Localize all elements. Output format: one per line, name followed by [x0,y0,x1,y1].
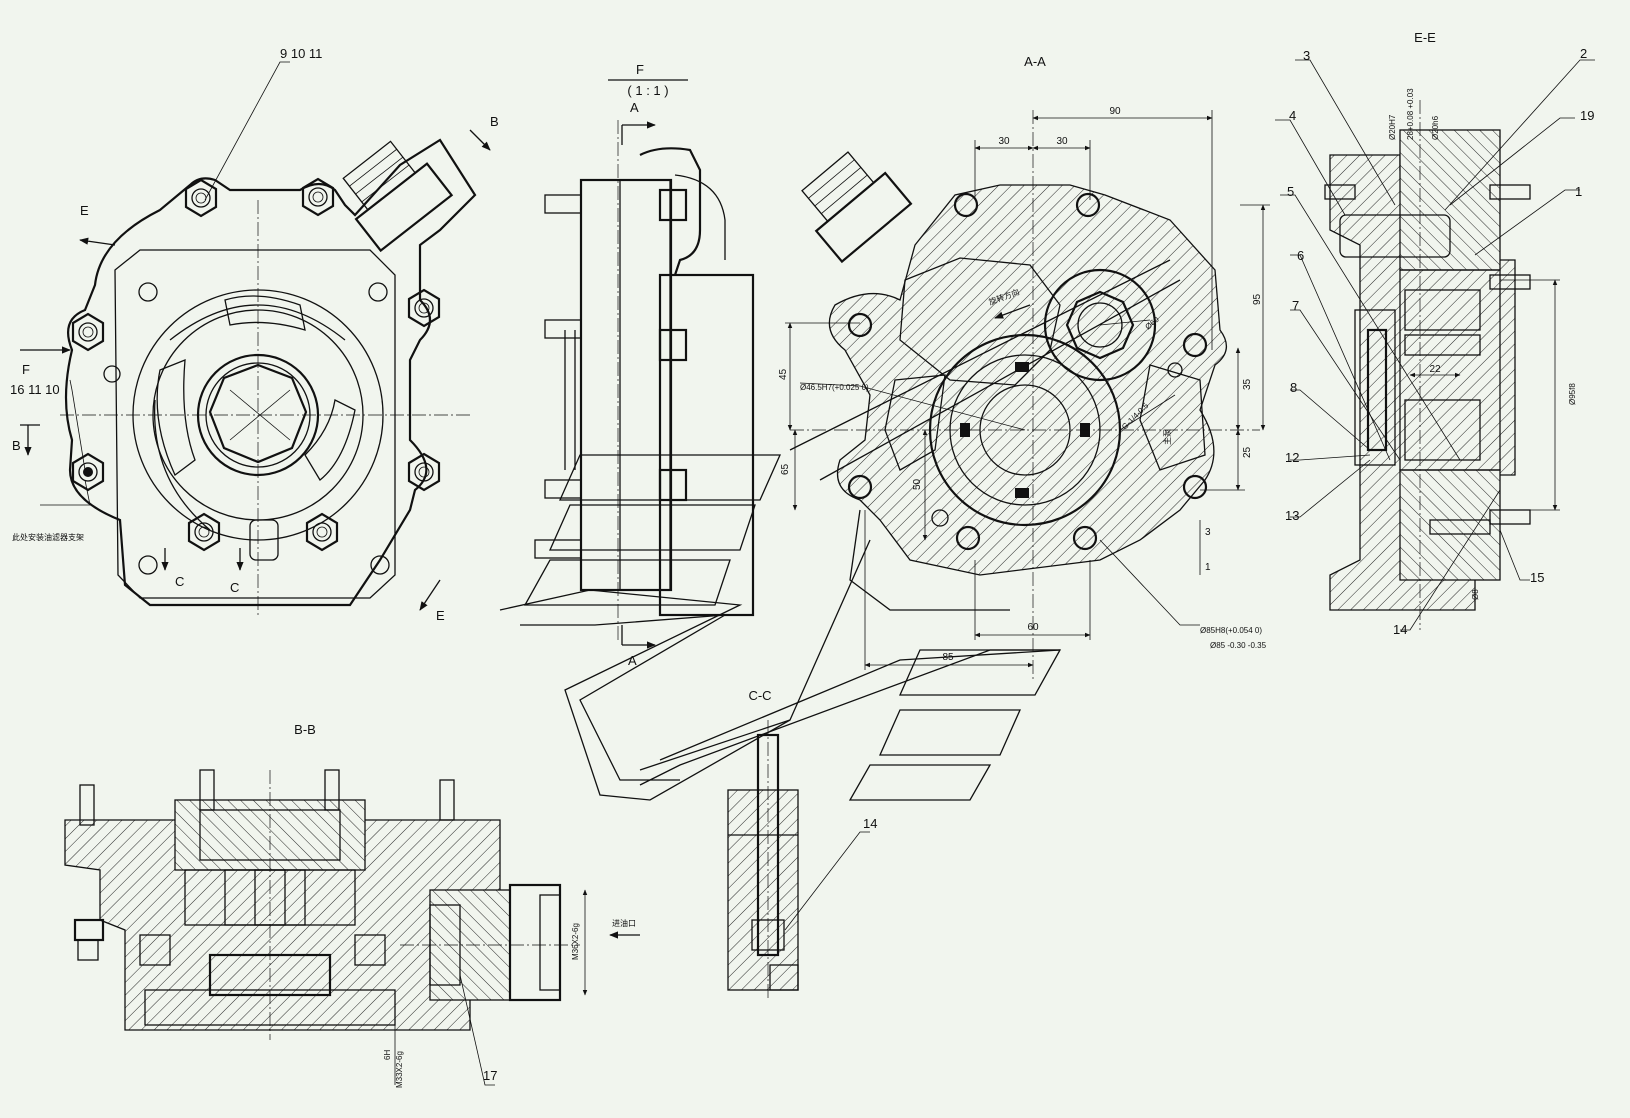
bore-85h8: Ø85H8(+0.054 0) [1200,626,1262,635]
mark-b-right: B [490,114,499,129]
aa-bolt-holes [847,192,1208,551]
dim-60: 60 [1027,622,1039,633]
part-13: 13 [1285,508,1299,523]
mark-a-bottom: A [628,653,637,668]
mark-f: F [22,362,30,377]
part-14: 14 [1393,622,1407,637]
note-filter: 此处安装油滤器支架 [12,532,84,542]
thread-6h: 6H [383,1050,392,1060]
mark-c-right: C [230,580,239,595]
thread-m33: M33X2-6g [395,1051,404,1088]
mark-a-top: A [630,100,639,115]
view-title-bb: B-B [294,722,316,737]
note-main: 主泵 [1162,429,1172,445]
view-title-ee: E-E [1414,30,1436,45]
mark-e-right: E [436,608,445,623]
ee-section-view [1275,59,1595,631]
overlay-strokes [499,259,1181,801]
aa-section-view [785,110,1270,680]
dim-45: 45 [778,368,789,380]
part-8: 8 [1290,380,1297,395]
part-14-cc: 14 [863,816,877,831]
view-title-f: F [636,62,644,77]
dim-95: 95 [1252,293,1263,305]
part-19: 19 [1580,108,1594,123]
view-title-cc: C-C [748,688,771,703]
part-5: 5 [1287,184,1294,199]
dim-25: 25 [1242,446,1253,458]
dim-90: 90 [1109,106,1121,117]
part-17: 17 [483,1068,497,1083]
dim-30a: 30 [998,136,1010,147]
part-12: 12 [1285,450,1299,465]
bb-section-view [64,769,640,1086]
cc-section-view [727,720,870,1000]
part-2: 2 [1580,46,1587,61]
shaft-20h6: Ø20h6 [1431,115,1440,140]
dim-85: 85 [942,652,954,663]
dim-1: 1 [1205,562,1211,573]
dia-95: Ø95f8 [1568,383,1577,405]
mark-c-left: C [175,574,184,589]
part-1: 1 [1575,184,1582,199]
f-side-view [534,79,755,649]
thread-m36: M36X2-6g [571,923,580,960]
part-7: 7 [1292,298,1299,313]
part-6: 6 [1297,248,1304,263]
dim-22: 22 [1429,364,1441,375]
shaft-28: 28+0.08 +0.03 [1406,88,1415,140]
dia-8: Ø8 [1471,589,1480,600]
dim-3: 3 [1205,527,1211,538]
part-group-16-11-10: 16 11 10 [10,382,60,397]
part-group-9-10-11: 9 10 11 [280,46,322,61]
view-scale-f: ( 1 : 1 ) [627,83,668,98]
view-title-aa: A-A [1024,54,1046,69]
part-4: 4 [1289,108,1296,123]
bore-85: Ø85 -0.30 -0.35 [1210,641,1267,650]
bore-465: Ø46.5H7(+0.025 0) [800,383,869,392]
part-3: 3 [1303,48,1310,63]
dim-50: 50 [912,478,923,490]
mark-b-left: B [12,438,21,453]
front-view [20,61,491,615]
note-inlet: 进油口 [612,918,636,928]
mark-e-left: E [80,203,89,218]
front-bolts [71,177,441,552]
dim-30b: 30 [1056,136,1068,147]
front-fitting [342,140,454,253]
dim-35: 35 [1242,378,1253,390]
dim-65: 65 [780,463,791,475]
shaft-20h7: Ø20H7 [1388,114,1397,140]
part-15: 15 [1530,570,1544,585]
